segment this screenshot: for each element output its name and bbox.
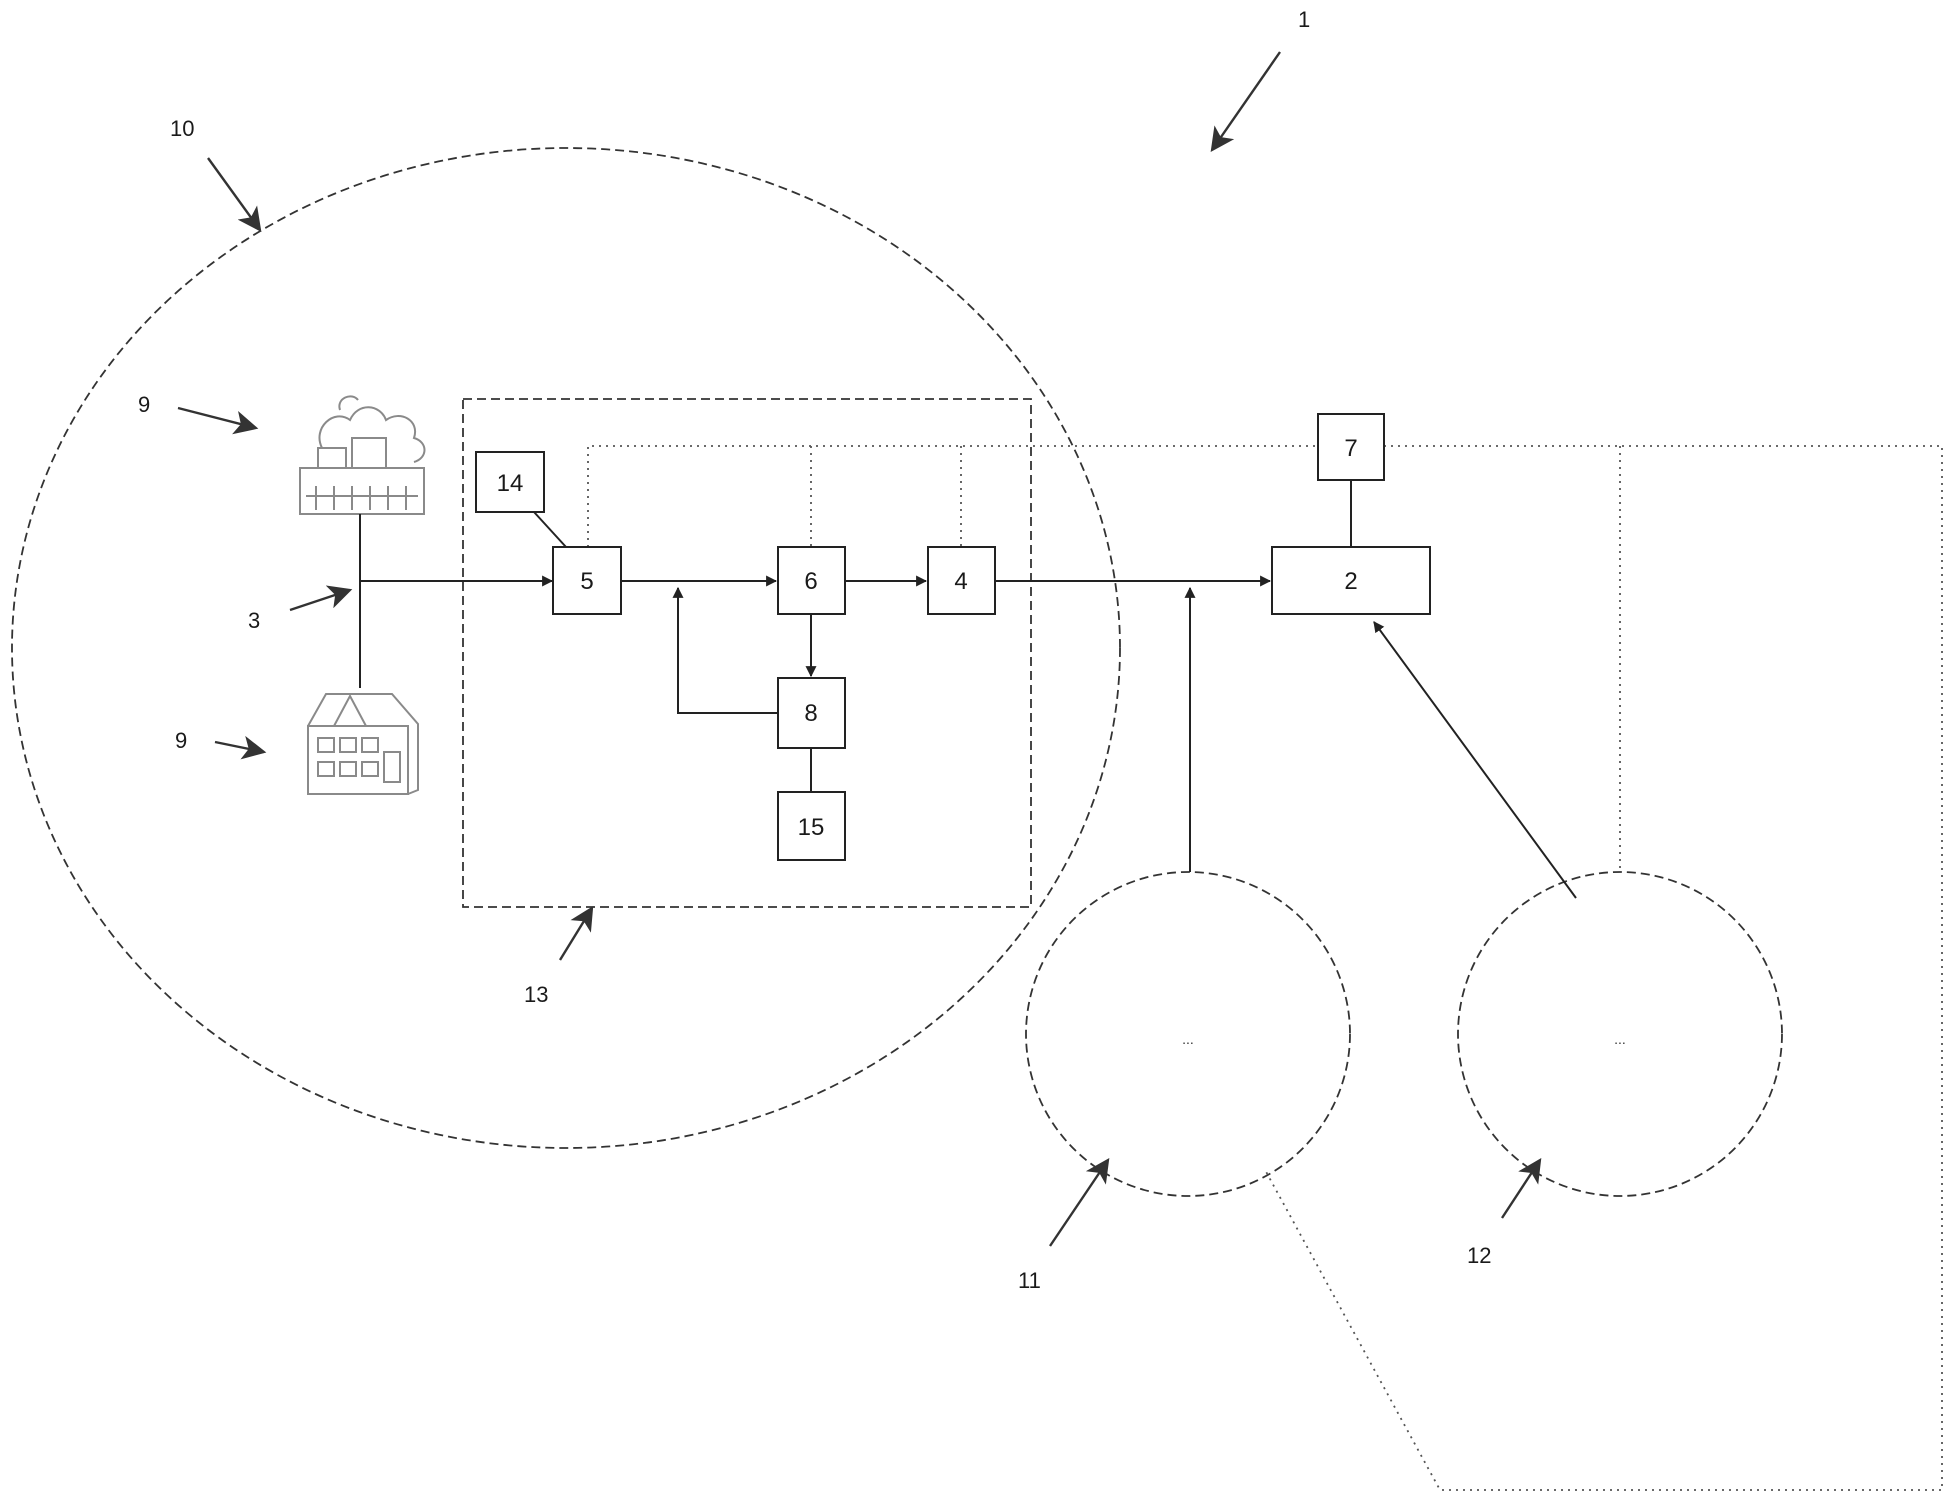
box-15-label: 15	[798, 814, 825, 841]
house-icon	[307, 693, 419, 795]
zone-boundary-ellipse	[11, 147, 1121, 1149]
solid-connections	[359, 480, 1577, 899]
box-4: 4	[927, 546, 996, 615]
box-14: 14	[475, 451, 545, 513]
pointer-arrow	[289, 585, 353, 612]
label-3: 3	[248, 608, 260, 633]
reference-label-zone: 10	[170, 116, 262, 232]
label-11: 11	[1018, 1268, 1041, 1293]
label-13: 13	[524, 982, 548, 1007]
box-5-label: 5	[580, 568, 593, 595]
reference-label-circle-b: 12	[1467, 1157, 1542, 1268]
box-15: 15	[777, 791, 846, 861]
dotted-communication-network	[587, 445, 1943, 1491]
label-9-bottom: 9	[175, 728, 187, 753]
pointer-arrow	[177, 406, 259, 435]
circle-unit-a-ellipsis: ...	[1182, 1031, 1194, 1047]
box-4-label: 4	[954, 568, 967, 595]
pointer-arrow	[558, 905, 594, 961]
label-12: 12	[1467, 1243, 1491, 1268]
box-6: 6	[777, 546, 846, 615]
circle-unit-b-ellipsis: ...	[1614, 1031, 1626, 1047]
label-9-top: 9	[138, 392, 150, 417]
arrow-8-feedback	[672, 586, 778, 714]
box-7: 7	[1317, 413, 1385, 481]
arrow-circle-b-to-2	[1373, 621, 1577, 899]
dotted-line-7-loop	[1263, 445, 1943, 1491]
pointer-arrow	[1049, 1158, 1110, 1247]
circle-unit-a	[1025, 871, 1351, 1197]
circle-unit-b	[1457, 871, 1783, 1197]
box-8: 8	[777, 677, 846, 749]
factory-icon	[299, 395, 426, 515]
label-10: 10	[170, 116, 194, 141]
label-1: 1	[1298, 7, 1310, 32]
reference-label-building-bottom: 9	[175, 728, 267, 760]
box-8-label: 8	[804, 700, 817, 727]
reference-label-circle-a: 11	[1018, 1158, 1110, 1293]
box-2-label: 2	[1344, 568, 1357, 595]
pointer-arrow	[1210, 51, 1281, 152]
subsystem-boundary	[462, 398, 1032, 908]
box-14-label: 14	[497, 470, 524, 497]
box-2: 2	[1271, 546, 1431, 615]
pointer-arrow	[207, 157, 262, 232]
reference-label-building-top: 9	[138, 392, 259, 435]
line-14-to-5	[533, 511, 567, 548]
reference-label-bus: 3	[248, 585, 353, 633]
reference-label-system: 1	[1210, 7, 1310, 152]
dotted-line-5-to-7	[587, 445, 1318, 547]
box-5: 5	[552, 546, 622, 615]
reference-label-subsystem: 13	[524, 905, 594, 1007]
box-6-label: 6	[804, 568, 817, 595]
pointer-arrow	[214, 735, 267, 760]
box-7-label: 7	[1344, 435, 1357, 462]
pointer-arrow	[1500, 1157, 1542, 1219]
